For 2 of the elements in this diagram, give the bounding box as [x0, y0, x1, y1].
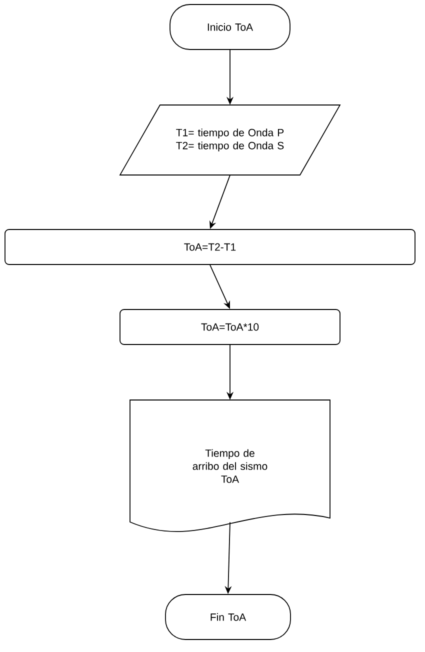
process-box: ToA=ToA*10 [120, 309, 340, 345]
process-box: ToA=T2-T1 [4, 229, 416, 265]
